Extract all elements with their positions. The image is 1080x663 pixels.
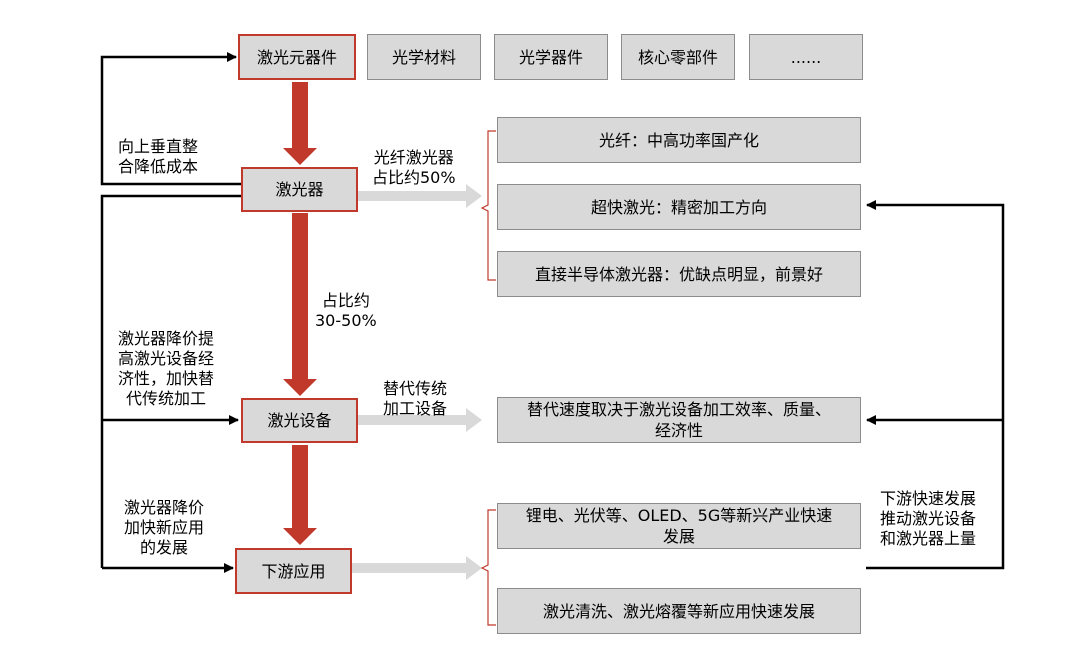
loop-vertical-integration	[100, 52, 241, 186]
box-core-parts: 核心零部件	[621, 34, 735, 80]
label-fiber-share: 光纤激光器 占比约50%	[372, 148, 456, 187]
box-label: 超快激光：精密加工方向	[590, 197, 767, 217]
bracket-laser-types	[480, 130, 496, 281]
chain-arrow-components-to-laser	[283, 82, 317, 165]
note-vertical-integration: 向上垂直整 合降低成本	[118, 137, 199, 176]
box-fiber-laser: 光纤：中高功率国产化	[497, 117, 861, 163]
box-label: 激光元器件	[256, 47, 337, 67]
box-label: 激光清洗、激光熔覆等新应用快速发展	[542, 601, 815, 621]
box-laser: 激光器	[241, 167, 358, 212]
loop-laser-side	[100, 194, 241, 568]
box-optical-devices: 光学器件	[494, 34, 608, 80]
chain-arrow-equipment-to-downstream	[283, 445, 317, 545]
loop-right-feedback	[866, 200, 1005, 570]
box-diode-laser: 直接半导体激光器：优缺点明显，前景好	[497, 251, 861, 297]
box-label: 光学材料	[391, 47, 456, 67]
box-label: 核心零部件	[637, 47, 718, 67]
gray-arrow-downstream	[352, 556, 482, 580]
label-cost-share: 占比约 30-50%	[315, 291, 377, 330]
box-label: 下游应用	[261, 561, 326, 581]
box-more: ......	[749, 34, 863, 80]
box-label: 锂电、光伏等、OLED、5G等新兴产业快速 发展	[525, 506, 833, 546]
label-replace-traditional: 替代传统 加工设备	[383, 379, 448, 418]
box-laser-equipment: 激光设备	[241, 398, 358, 443]
box-label: 光学器件	[518, 47, 583, 67]
box-emerging-industries: 锂电、光伏等、OLED、5G等新兴产业快速 发展	[497, 503, 861, 549]
box-label: 激光设备	[267, 411, 332, 430]
gray-arrow-laser-types	[358, 184, 482, 208]
box-label: 光纤：中高功率国产化	[598, 130, 759, 150]
bracket-applications	[480, 509, 496, 626]
box-optical-materials: 光学材料	[367, 34, 481, 80]
box-downstream-apps: 下游应用	[235, 548, 352, 594]
box-label: 直接半导体激光器：优缺点明显，前景好	[534, 264, 823, 284]
note-price-drop-equipment: 激光器降价提 高激光设备经 济性，加快替 代传统加工	[118, 329, 215, 408]
note-price-drop-apps: 激光器降价 加快新应用 的发展	[124, 498, 205, 557]
box-label: ......	[790, 47, 822, 67]
box-ultrafast-laser: 超快激光：精密加工方向	[497, 184, 861, 230]
box-new-applications: 激光清洗、激光熔覆等新应用快速发展	[497, 588, 861, 634]
gray-arrow-equipment	[358, 408, 482, 432]
box-label: 激光器	[275, 180, 324, 199]
box-label: 替代速度取决于激光设备加工效率、质量、 经济性	[526, 400, 831, 440]
box-equipment-note: 替代速度取决于激光设备加工效率、质量、 经济性	[497, 397, 861, 443]
box-laser-components: 激光元器件	[238, 34, 356, 80]
chain-arrow-laser-to-equipment	[283, 213, 317, 396]
note-downstream-growth: 下游快速发展 推动激光设备 和激光器上量	[880, 489, 977, 548]
